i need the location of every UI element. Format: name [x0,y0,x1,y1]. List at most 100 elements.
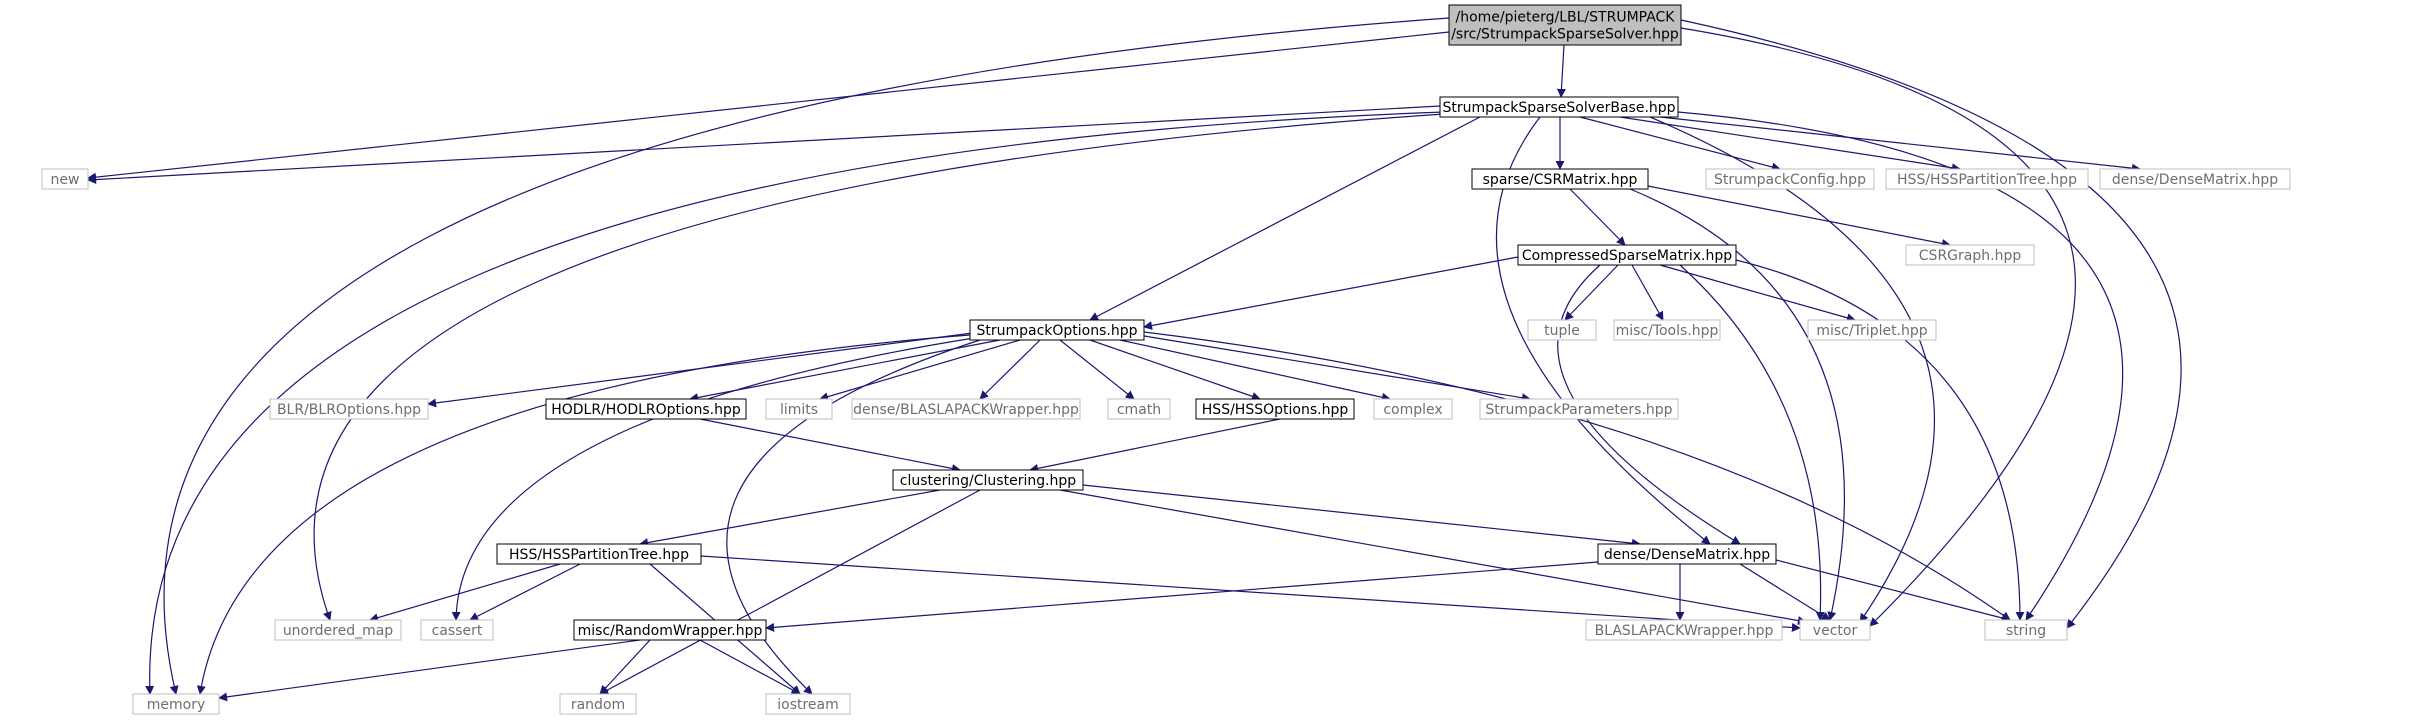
edge-hssopts-to-clustering [1029,418,1281,473]
edge-opts-to-hodlr [689,339,1001,402]
node-box [1517,244,1737,266]
edge-root-to-vector [1680,27,2076,627]
edge-arrow [1143,256,1519,330]
node-label: StrumpackConfig.hpp [1714,172,1866,188]
node-blr: BLR/BLROptions.hpp [269,398,429,420]
edge-arrow [196,334,971,695]
edge-densem-to-string [1775,559,2011,623]
edge-base-to-opts [1089,116,1481,321]
node-box [1195,398,1355,420]
edge-clustering-to-random [599,489,981,695]
node-label: BLR/BLROptions.hpp [277,402,421,418]
node-random: random [559,693,637,715]
edge-arrow [1631,264,1664,321]
node-label: /home/pieterg/LBL/STRUMPACK [1456,10,1676,26]
node-opts[interactable]: StrumpackOptions.hpp [969,319,1145,341]
node-label: misc/Tools.hpp [1616,323,1719,339]
node-tools: misc/Tools.hpp [1613,319,1721,341]
node-box [1597,543,1777,565]
nodes-layer: /home/pieterg/LBL/STRUMPACK/src/Strumpac… [41,4,2291,715]
node-box [573,619,767,641]
node-box [1439,96,1679,118]
node-umap: unordered_map [274,619,402,641]
edge-hsspt-to-vector [700,555,1801,632]
edge-csm-to-string [1735,259,2025,621]
node-box [851,398,1081,420]
edge-opts-to-blaswrap_dense [979,339,1041,400]
node-box [1984,619,2068,641]
node-tuple: tuple [1527,319,1597,341]
node-cassert: cassert [420,619,494,641]
node-label: CSRGraph.hpp [1919,248,2022,264]
node-label: random [571,697,625,713]
edge-clustering-to-vector [1059,489,1807,626]
node-params: StrumpackParameters.hpp [1479,398,1679,420]
edge-arrow [819,339,1021,402]
edge-arrow [1143,331,2011,621]
edges-layer [87,17,2182,702]
node-blaswrap: BLASLAPACKWrapper.hpp [1585,619,1783,641]
node-densem[interactable]: dense/DenseMatrix.hpp [1597,543,1777,565]
node-label: unordered_map [283,623,393,639]
node-complex: complex [1373,398,1453,420]
edge-arrow [1059,489,1807,626]
edge-base-to-memory [145,111,1445,695]
node-randwrap[interactable]: misc/RandomWrapper.hpp [573,619,767,641]
node-hsspt[interactable]: HSS/HSSPartitionTree.hpp [496,543,702,565]
edge-arrow [1029,418,1281,473]
node-clustering[interactable]: clustering/Clustering.hpp [892,469,1084,491]
edge-arrow [1629,188,1846,621]
node-box [132,693,220,715]
edge-arrow [87,31,1450,182]
node-box [496,543,702,565]
edge-root-to-new [87,31,1450,182]
edge-arrow [1659,264,1856,323]
edge-randwrap-to-memory [218,639,641,702]
node-hssopts[interactable]: HSS/HSSOptions.hpp [1195,398,1355,420]
edge-arrow [699,639,801,695]
node-hodlr[interactable]: HODLR/HODLROptions.hpp [545,398,747,420]
node-box [1373,398,1453,420]
node-base[interactable]: StrumpackSparseSolverBase.hpp [1439,96,1679,118]
node-label: CompressedSparseMatrix.hpp [1522,248,1732,264]
node-box [2099,168,2291,190]
edge-base-to-string [1677,111,2124,621]
node-triplet: misc/Triplet.hpp [1807,319,1937,341]
node-label: misc/Triplet.hpp [1816,323,1927,339]
node-label: HODLR/HODLROptions.hpp [551,402,741,418]
edge-arrow [87,105,1441,185]
node-label: cmath [1117,402,1161,418]
edge-arrow [1089,339,1261,401]
node-csm[interactable]: CompressedSparseMatrix.hpp [1517,244,1737,266]
edge-csr-to-vector [1629,188,1846,621]
edge-arrow [1557,264,1741,545]
edge-opts-to-complex [1119,339,1391,402]
node-box [545,398,747,420]
edge-csr-to-csm [1569,188,1626,246]
node-label: limits [780,402,818,418]
edge-clustering-to-hsspt [639,489,941,547]
edge-csm-to-tools [1631,264,1664,321]
edge-arrow [1680,19,2182,629]
edge-arrow [1082,484,1641,548]
edge-arrow [1647,185,1951,248]
edge-arrow [599,489,981,695]
node-box [1471,168,1649,190]
edge-arrow [1119,339,1391,402]
node-csr[interactable]: sparse/CSRMatrix.hpp [1471,168,1649,190]
edge-csr-to-csrgraph [1647,185,1951,248]
node-root[interactable]: /home/pieterg/LBL/STRUMPACK/src/Strumpac… [1448,4,1682,46]
node-label: dense/BLASLAPACKWrapper.hpp [853,402,1079,418]
edge-arrow [1679,264,1825,621]
edge-arrow [639,489,941,547]
node-box [269,398,429,420]
edge-arrow [1059,339,1135,400]
node-box [1479,398,1679,420]
edge-arrow [1619,116,1961,173]
node-label: vector [1813,623,1858,639]
node-label: memory [147,697,206,713]
edge-hsspt-to-umap [369,563,561,623]
node-label: iostream [777,697,839,713]
edge-arrow [369,563,561,623]
edge-arrow [1556,44,1566,98]
